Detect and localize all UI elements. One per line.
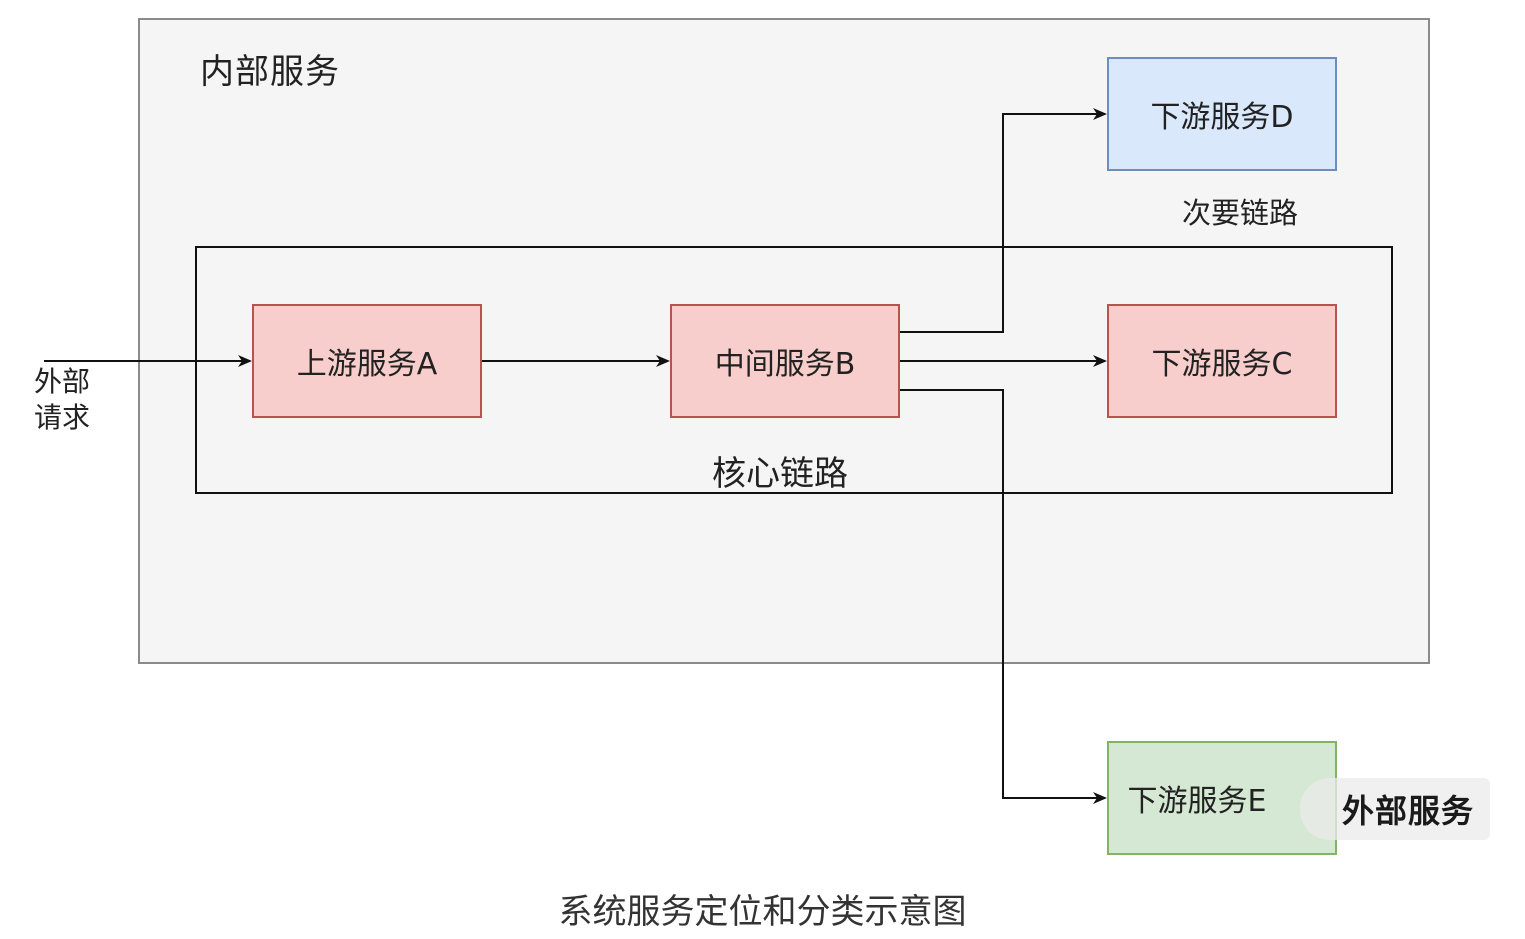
node-label: 上游服务A — [296, 347, 438, 382]
external-services-watermark: 外部服务 — [1300, 778, 1490, 840]
node-downstream-service-c: 下游服务C — [1107, 304, 1337, 418]
core-chain-box — [195, 246, 1393, 494]
watermark-badge — [1300, 778, 1490, 840]
watermark-text: 外部服务 — [1342, 792, 1475, 830]
internal-services-title: 内部服务 — [200, 52, 340, 92]
external-request-text: 外部 请求 — [34, 365, 91, 434]
node-label: 中间服务B — [714, 347, 856, 382]
core-chain-label: 核心链路 — [712, 454, 848, 494]
secondary-chain-label: 次要链路 — [1182, 196, 1299, 230]
figure-caption: 系统服务定位和分类示意图 — [558, 892, 967, 932]
external-request-label: 外部 请求 — [34, 364, 94, 436]
node-downstream-service-d: 下游服务D — [1107, 57, 1337, 171]
node-label: 下游服务D — [1150, 100, 1294, 135]
node-upstream-service-a: 上游服务A — [252, 304, 482, 418]
node-label: 下游服务E — [1127, 784, 1267, 819]
node-middle-service-b: 中间服务B — [670, 304, 900, 418]
node-label: 下游服务C — [1151, 347, 1293, 382]
node-downstream-service-e: 下游服务E — [1107, 741, 1337, 855]
